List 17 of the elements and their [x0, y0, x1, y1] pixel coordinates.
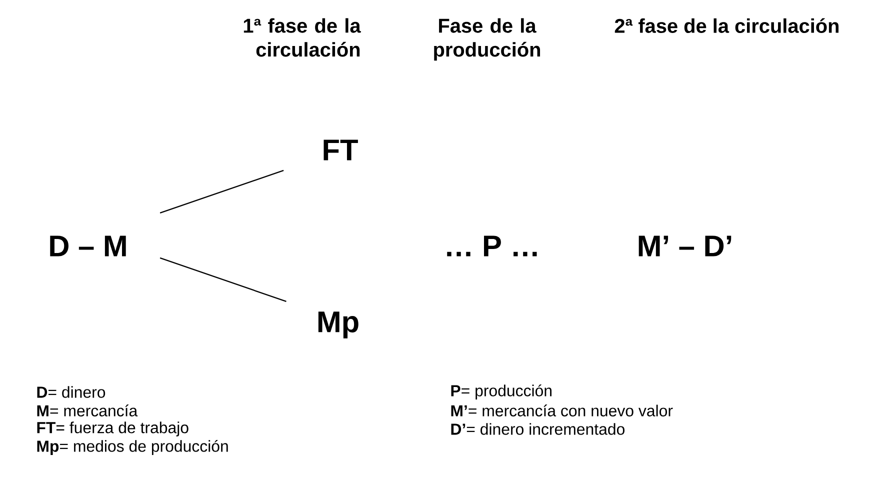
branch-line: [160, 170, 284, 214]
formula-term: D – M: [50, 236, 126, 256]
column-heading: Fase de la producción: [434, 18, 540, 61]
legend-text: D’= dinero incrementado: [451, 423, 624, 435]
formula-term: Mp: [318, 312, 358, 338]
legend-text: FT= fuerza de trabajo: [37, 422, 188, 436]
column-heading: 1ª fase de la circulación: [244, 18, 361, 57]
branch-line: [160, 257, 286, 302]
column-heading: 2ª fase de la circulación: [614, 18, 838, 33]
formula-term: M’ – D’: [638, 236, 732, 256]
formula-term: FT: [324, 140, 358, 160]
legend-text: M= mercancía: [37, 404, 138, 416]
formula-term: … P …: [447, 236, 537, 256]
legend-text: P= producción: [451, 384, 552, 400]
legend-text: Mp= medios de producción: [37, 440, 228, 456]
legend-text: D= dinero: [37, 386, 106, 398]
legend-text: M’= mercancía con nuevo valor: [451, 404, 673, 416]
